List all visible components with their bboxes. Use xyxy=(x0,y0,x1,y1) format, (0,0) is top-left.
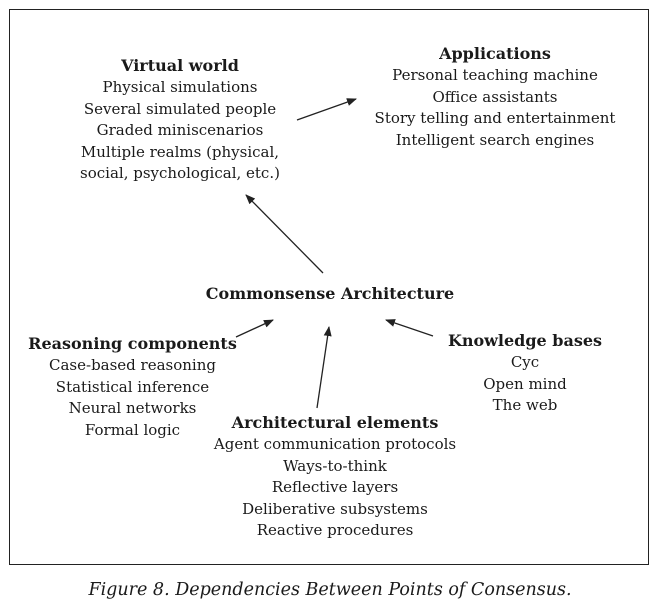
architectural-elements-item: Ways-to-think xyxy=(283,456,387,475)
virtual-world-item: social, psychological, etc.) xyxy=(80,164,280,182)
virtual-world-block: Virtual world Physical simulations Sever… xyxy=(40,55,320,185)
reasoning-components-title: Reasoning components xyxy=(28,334,237,353)
architectural-elements-item: Reflective layers xyxy=(271,478,399,496)
knowledge-bases-block: Knowledge bases Cyc Open mind The web xyxy=(440,330,610,417)
applications-item: Office assistants xyxy=(432,87,558,106)
commonsense-architecture-title: Commonsense Architecture xyxy=(205,284,455,303)
knowledge-bases-item: The web xyxy=(492,396,558,414)
virtual-world-item: Physical simulations xyxy=(102,78,258,96)
knowledge-bases-item: Open mind xyxy=(483,374,567,393)
reasoning-components-item: Statistical inference xyxy=(55,377,210,396)
virtual-world-item: Multiple realms (physical, xyxy=(80,142,280,161)
knowledge-bases-title: Knowledge bases xyxy=(447,331,603,350)
reasoning-components-item: Case-based reasoning xyxy=(49,356,216,374)
architectural-elements-item: Agent communication protocols xyxy=(213,435,457,453)
applications-item: Personal teaching machine xyxy=(392,66,598,84)
diagram-frame xyxy=(9,9,649,565)
reasoning-components-block: Reasoning components Case-based reasonin… xyxy=(25,333,240,441)
virtual-world-title: Virtual world xyxy=(121,56,239,75)
applications-item: Story telling and entertainment xyxy=(374,109,616,127)
applications-item: Intelligent search engines xyxy=(395,130,595,149)
virtual-world-item: Graded miniscenarios xyxy=(96,121,264,139)
applications-block: Applications Personal teaching machine O… xyxy=(355,43,635,151)
architectural-elements-item: Deliberative subsystems xyxy=(242,499,428,518)
reasoning-components-item: Formal logic xyxy=(84,420,181,439)
knowledge-bases-item: Cyc xyxy=(510,353,540,371)
architectural-elements-title: Architectural elements xyxy=(231,413,439,432)
reasoning-components-item: Neural networks xyxy=(68,399,197,417)
virtual-world-item: Several simulated people xyxy=(83,99,277,118)
architectural-elements-block: Architectural elements Agent communicati… xyxy=(190,412,480,542)
figure-caption: Figure 8. Dependencies Between Points of… xyxy=(88,580,572,600)
architectural-elements-item: Reactive procedures xyxy=(256,521,414,539)
applications-title: Applications xyxy=(439,44,551,63)
